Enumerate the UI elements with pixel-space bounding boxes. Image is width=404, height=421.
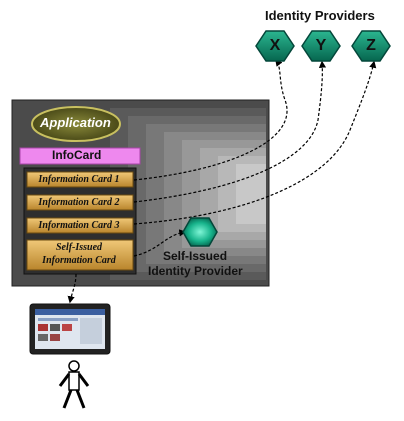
self-card-label-line1: Self-Issued: [55, 242, 103, 253]
card-2-label: Information Card 2: [38, 197, 120, 208]
self-issued-provider-label-line2: Identity Provider: [148, 264, 243, 278]
infocard-label: InfoCard: [52, 148, 102, 162]
connector-card3-z: [133, 60, 377, 225]
card-labels: Information Card 1 Information Card 2 In…: [27, 0, 131, 416]
user-icon: [58, 360, 90, 409]
information-card-2[interactable]: [26, 194, 134, 211]
providers-heading: Identity Providers: [265, 8, 375, 23]
information-card-3[interactable]: [26, 217, 134, 234]
self-issued-provider-icon[interactable]: [182, 217, 218, 247]
connector-card1-x: [133, 58, 288, 181]
self-card-label-line2: Information Card: [42, 255, 116, 266]
provider-y-icon[interactable]: [301, 30, 341, 62]
provider-y-label: Y: [315, 37, 327, 54]
provider-x-label: X: [269, 37, 281, 54]
application-label: Application: [40, 115, 111, 130]
laptop-icon: [29, 303, 111, 355]
self-issued-provider-label-line1: Self-Issued: [163, 249, 228, 263]
information-card-1[interactable]: [26, 171, 134, 188]
connector-self-issued: [133, 229, 187, 257]
provider-z-label: Z: [366, 37, 376, 54]
infocard-bar: [19, 147, 141, 165]
card-1-label: Information Card 1: [38, 174, 120, 185]
connector-laptop: [67, 273, 77, 304]
card-3-label: Information Card 3: [38, 220, 120, 231]
provider-x-icon[interactable]: [255, 30, 295, 62]
application-ellipse: [31, 106, 121, 142]
provider-z-icon[interactable]: [351, 30, 391, 62]
self-issued-card[interactable]: [26, 239, 134, 271]
connectors: [67, 58, 377, 304]
